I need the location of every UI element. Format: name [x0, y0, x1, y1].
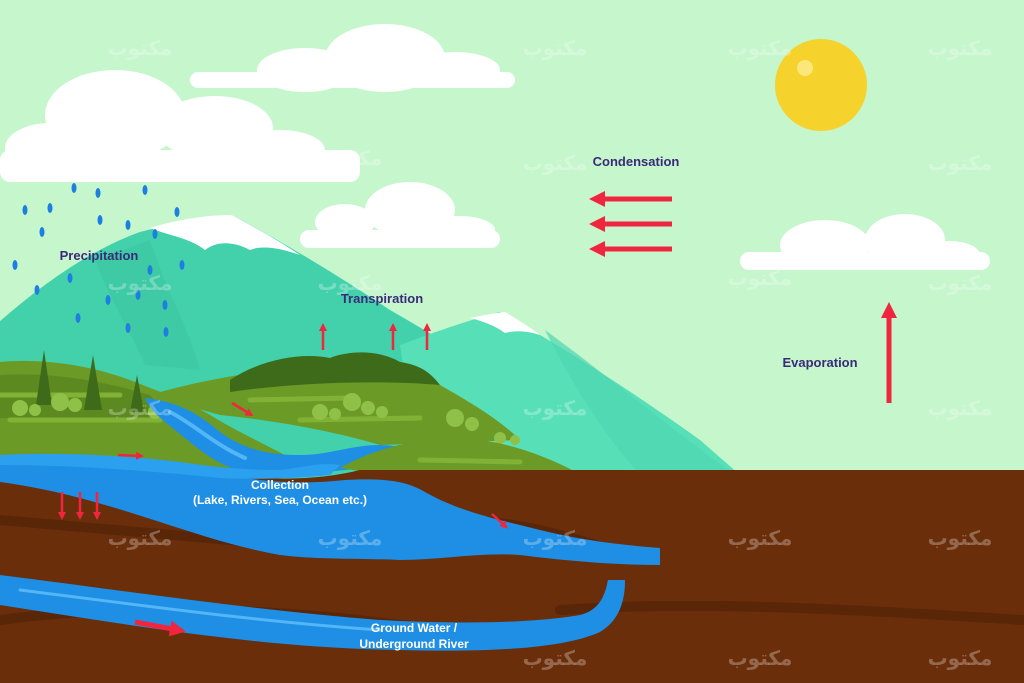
cloud-middle [300, 182, 500, 248]
label-transpiration: Transpiration [341, 291, 423, 306]
label-condensation: Condensation [593, 154, 680, 169]
watermark-text: مكتوب [928, 526, 993, 550]
transpiration-arrows [318, 322, 432, 350]
watermark-text: مكتوب [523, 36, 588, 60]
watermark-text: مكتوب [108, 271, 173, 295]
watermark-text: مكتوب [928, 271, 993, 295]
watermark-text: مكتوب [318, 146, 383, 170]
bay-surface [0, 453, 340, 479]
flow-arrows [117, 401, 508, 637]
underground-river [0, 575, 625, 651]
label-evaporation: Evaporation [782, 355, 857, 370]
watermark-text: مكتوب [108, 396, 173, 420]
label-collection-detail: (Lake, Rivers, Sea, Ocean etc.) [193, 493, 367, 507]
underground-river-highlight [18, 588, 382, 632]
watermark-text: مكتوب [728, 36, 793, 60]
label-collection: Collection [251, 478, 309, 492]
watermark-text: مكتوب [523, 526, 588, 550]
watermark-text: مكتوب [928, 151, 993, 175]
watermark-text: مكتوب [318, 526, 383, 550]
watermark-text: مكتوب [318, 271, 383, 295]
label-underground-river: Underground River [359, 637, 469, 651]
trees [36, 350, 144, 412]
lake-basin [0, 460, 660, 565]
label-groundwater: Ground Water / [371, 621, 458, 635]
bushes [12, 393, 520, 445]
watermark-text: مكتوب [523, 396, 588, 420]
cloud-right [740, 214, 990, 270]
watermark-text: مكتوب [928, 396, 993, 420]
watermark-text: مكتوب [108, 36, 173, 60]
infiltration-arrows [57, 492, 102, 521]
cloud-top [190, 24, 515, 92]
watermark-text: مكتوب [928, 36, 993, 60]
watermark-text: مكتوب [523, 151, 588, 175]
watermark-text: مكتوب [728, 266, 793, 290]
watermark-text: مكتوب [728, 526, 793, 550]
cloud-left [0, 70, 360, 182]
grass-middle-hill [150, 352, 520, 445]
watermark-text: مكتوب [728, 646, 793, 670]
sun-icon [775, 39, 867, 131]
watermark-text: مكتوب [928, 646, 993, 670]
condensation-arrows [588, 190, 672, 258]
watermark-text: مكتوب [523, 646, 588, 670]
watermark-pattern: مكتوب مكتوب مكتوب مكتوب مكتوب مكتوب مكتو… [108, 36, 993, 670]
label-precipitation: Precipitation [60, 248, 139, 263]
watermark-text: مكتوب [108, 526, 173, 550]
raindrops [12, 183, 185, 337]
